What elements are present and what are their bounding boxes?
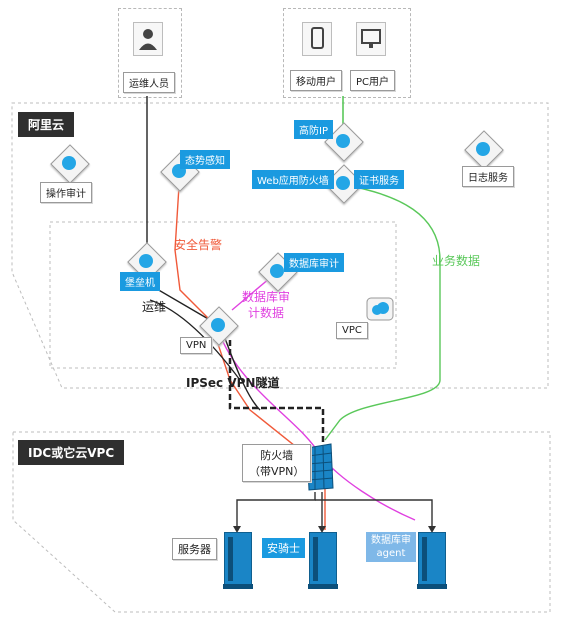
aliyun-header: 阿里云 [18,112,75,137]
db-audit-data-text-2: 计数据 [248,306,285,320]
firewall-label-line2: （带VPN） [249,465,305,478]
firewall-icon [303,442,337,492]
cert-label: 证书服务 [354,170,404,189]
node-icon [336,176,350,190]
op-audit-label: 操作审计 [40,182,92,203]
ops-person-label: 运维人员 [123,72,175,93]
server-icon [417,532,447,589]
db-audit-label: 数据库审计 [284,253,344,272]
db-agent-label-line2: agent [376,548,406,559]
mobile-icon [302,22,332,56]
ipsec-text: IPSec VPN隧道 [186,376,280,390]
person-icon [133,22,163,56]
node-icon [62,156,76,170]
ops-user-zone [118,8,182,98]
db-audit-data-text-1: 数据库审 [242,290,291,304]
node-icon [211,318,225,332]
cloud-icon [366,297,394,321]
monitor-icon [356,22,386,56]
vpc-label: VPC [336,322,368,339]
node-icon [476,142,490,156]
db-agent-label: 数据库审 agent [366,532,416,562]
external-user-zone [283,8,411,98]
situation-label: 态势感知 [180,150,230,169]
vpn-label: VPN [180,337,213,354]
node-icon [336,134,350,148]
node-icon [139,254,153,268]
ops-text: 运维 [142,300,167,314]
server-icon [223,532,253,589]
server-label: 服务器 [172,538,217,560]
db-agent-label-line1: 数据库审 [371,535,411,546]
db-audit-line [231,277,271,311]
anti-ddos-label: 高防IP [294,120,333,139]
firewall-label: 防火墙 （带VPN） [242,444,312,482]
log-label: 日志服务 [462,166,514,187]
server-icon [308,532,338,589]
node-icon [270,264,284,278]
bastion-label: 堡垒机 [120,272,160,291]
aqishi-label: 安骑士 [262,538,305,558]
business-data-text: 业务数据 [432,254,481,268]
ipsec-tunnel [228,340,325,445]
mobile-user-label: 移动用户 [290,70,342,91]
pc-user-label: PC用户 [350,70,396,91]
security-alert-text: 安全告警 [174,238,223,252]
waf-label: Web应用防火墙 [252,170,334,189]
firewall-label-line1: 防火墙 [260,449,294,462]
business-line [324,184,441,441]
idc-header: IDC或它云VPC [18,440,125,465]
